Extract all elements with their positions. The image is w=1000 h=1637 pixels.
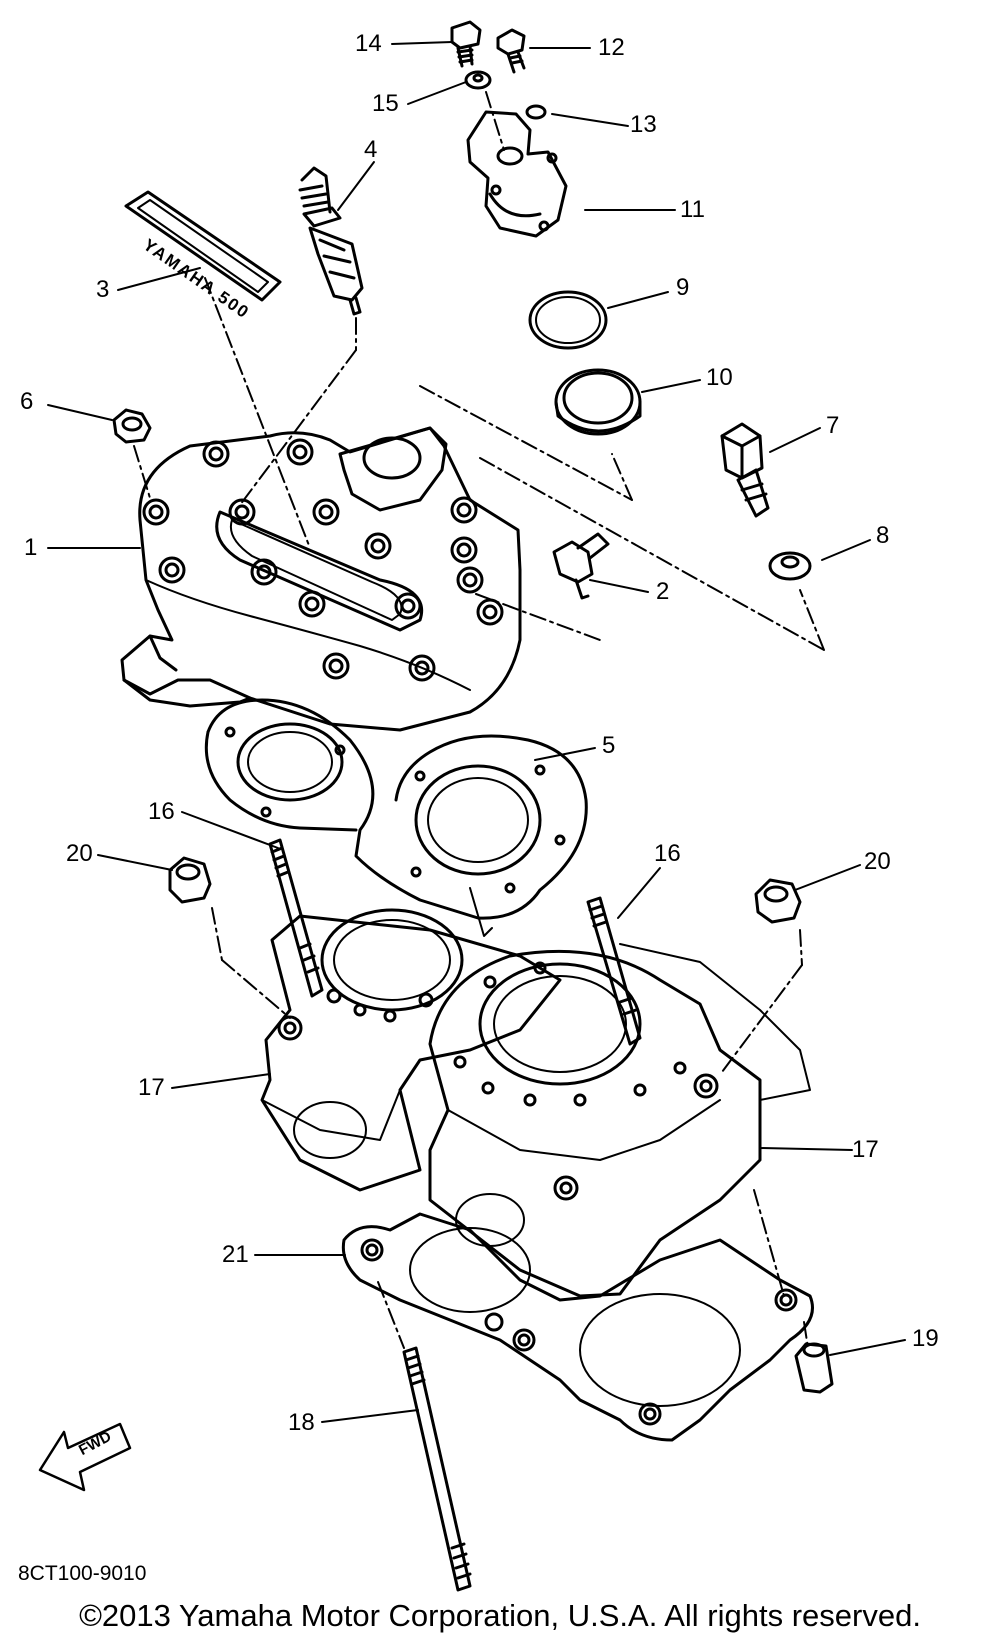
callout-14: 14: [355, 30, 382, 57]
callout-20-left: 20: [66, 840, 93, 867]
nut-6: [112, 408, 152, 444]
washer-13: [525, 104, 547, 120]
callout-16-right: 16: [654, 840, 681, 867]
dowel-19: [794, 1342, 834, 1394]
assembly-lines: [133, 91, 825, 1349]
callout-16-left: 16: [148, 798, 175, 825]
seal-10: [554, 368, 642, 436]
callout-18: 18: [288, 1409, 315, 1436]
stud-16-right: [586, 896, 642, 1046]
callout-6: 6: [20, 388, 34, 415]
fitting-2: [552, 532, 610, 600]
stud-16-left: [268, 838, 324, 998]
washer-15: [464, 70, 492, 90]
stud-18: [402, 1346, 472, 1592]
callout-2: 2: [656, 578, 670, 605]
callout-17-left: 17: [138, 1074, 165, 1101]
cylinder-head-1: [120, 426, 522, 732]
callout-3: 3: [96, 276, 110, 303]
spark-plug-4: [298, 166, 364, 316]
nut-20-right: [754, 878, 802, 924]
decal-3: [124, 190, 282, 302]
copyright-notice: ©2013 Yamaha Motor Corporation, U.S.A. A…: [79, 1598, 921, 1633]
cylinder-17-left: [260, 908, 562, 1192]
thermostat-cover-11: [466, 110, 568, 238]
callout-7: 7: [826, 412, 840, 439]
callout-10: 10: [706, 364, 733, 391]
cylinder-17-right: [428, 943, 811, 1298]
o-ring-9: [528, 290, 608, 350]
callout-12: 12: [598, 34, 625, 61]
washer-8: [768, 551, 812, 581]
head-gasket-5: [204, 698, 588, 937]
callout-11: 11: [680, 196, 705, 223]
callout-21: 21: [222, 1241, 249, 1268]
temp-sensor-7: [720, 422, 770, 518]
callout-1: 1: [24, 534, 38, 561]
callout-5: 5: [602, 732, 616, 759]
leader-lines: [47, 41, 906, 1423]
callout-19: 19: [912, 1325, 939, 1352]
base-gasket-21: [341, 1212, 814, 1442]
nut-20-left: [168, 856, 212, 904]
bolt-14: [450, 20, 482, 68]
callout-20-right: 20: [864, 848, 891, 875]
forward-arrow-icon: [38, 1422, 132, 1492]
callout-4: 4: [364, 136, 378, 163]
bolt-12: [496, 28, 526, 74]
callout-17-right: 17: [852, 1136, 879, 1163]
callout-13: 13: [630, 111, 657, 138]
callout-15: 15: [372, 90, 399, 117]
callout-8: 8: [876, 522, 890, 549]
diagram-code: 8CT100-9010: [18, 1562, 147, 1585]
callout-9: 9: [676, 274, 690, 301]
